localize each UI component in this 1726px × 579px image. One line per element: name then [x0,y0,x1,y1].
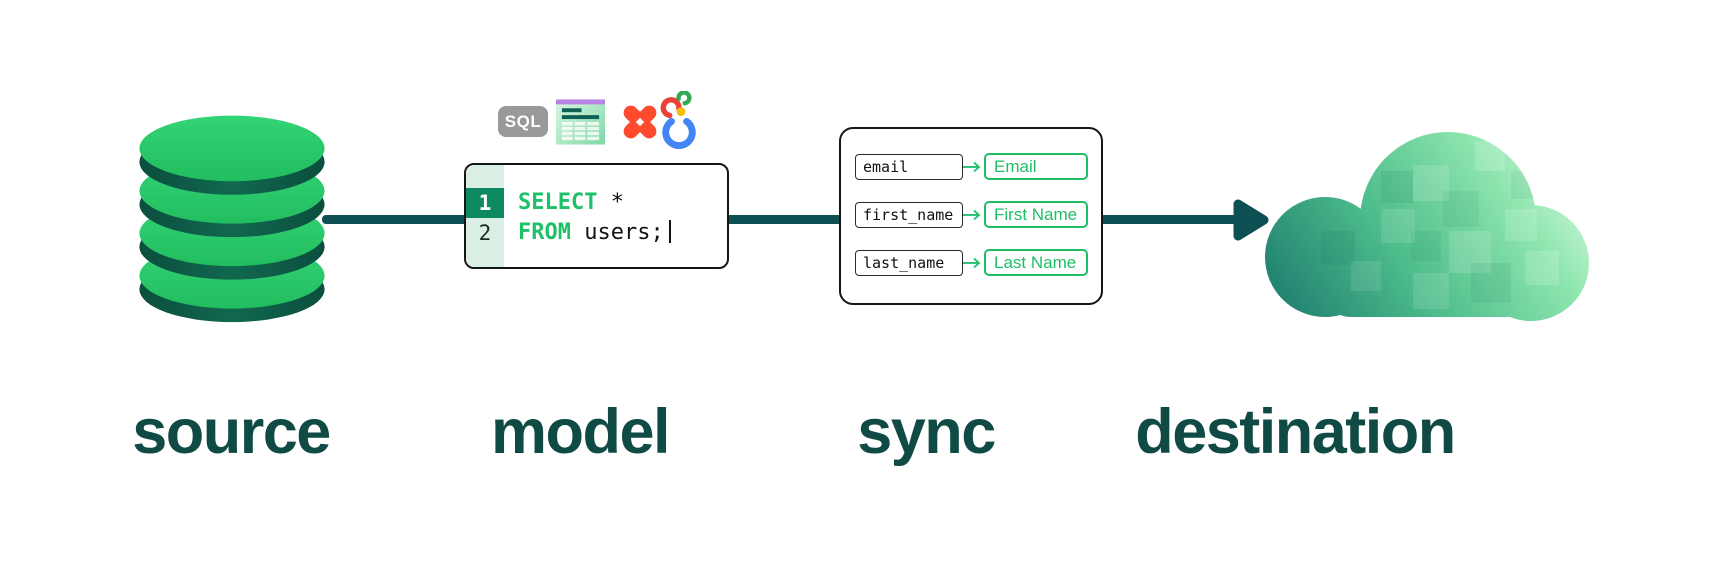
sql-text: users; [570,220,664,245]
stage-label-destination: destination [1135,397,1456,467]
destination-field: Email [984,153,1088,180]
code-area: SELECT * FROM users; [518,188,672,248]
sql-keyword: SELECT [518,190,598,215]
source-field: last_name [855,249,963,276]
code-line-2: FROM users; [518,218,672,248]
code-line-1: SELECT * [518,188,671,218]
stage-label-source: source [132,397,331,467]
mapping-row-last-name: last_name Last Name [855,249,1101,276]
stage-label-sync: sync [857,397,996,467]
sql-badge: SQL [498,106,548,137]
line-number-1: 1 [466,188,504,218]
sql-keyword: FROM [518,220,571,245]
sql-editor: 1 2 SELECT * FROM users; [464,163,729,269]
source-field: email [855,153,963,180]
spreadsheet-icon [556,99,605,145]
stage-label-model: model [490,397,671,467]
sql-text: * [597,190,624,215]
field-mapping-panel: email Email first_name First Name last_n… [839,127,1103,305]
dbt-icon [623,105,657,139]
destination-field: Last Name [984,249,1088,276]
mapping-arrow-icon [963,209,981,220]
line-number-2: 2 [478,221,492,245]
mapping-row-first-name: first_name First Name [855,201,1101,228]
mapping-arrow-icon [963,257,981,268]
mapping-row-email: email Email [855,153,1101,180]
destination-field: First Name [984,201,1088,228]
pipeline-line [322,215,1238,224]
pipeline-arrowhead-icon [1233,199,1269,241]
mapping-arrow-icon [963,161,981,172]
cloud-icon [1265,132,1589,321]
database-icon [139,115,325,323]
text-cursor [668,220,672,243]
source-field: first_name [855,201,963,228]
looker-icon [660,91,696,150]
